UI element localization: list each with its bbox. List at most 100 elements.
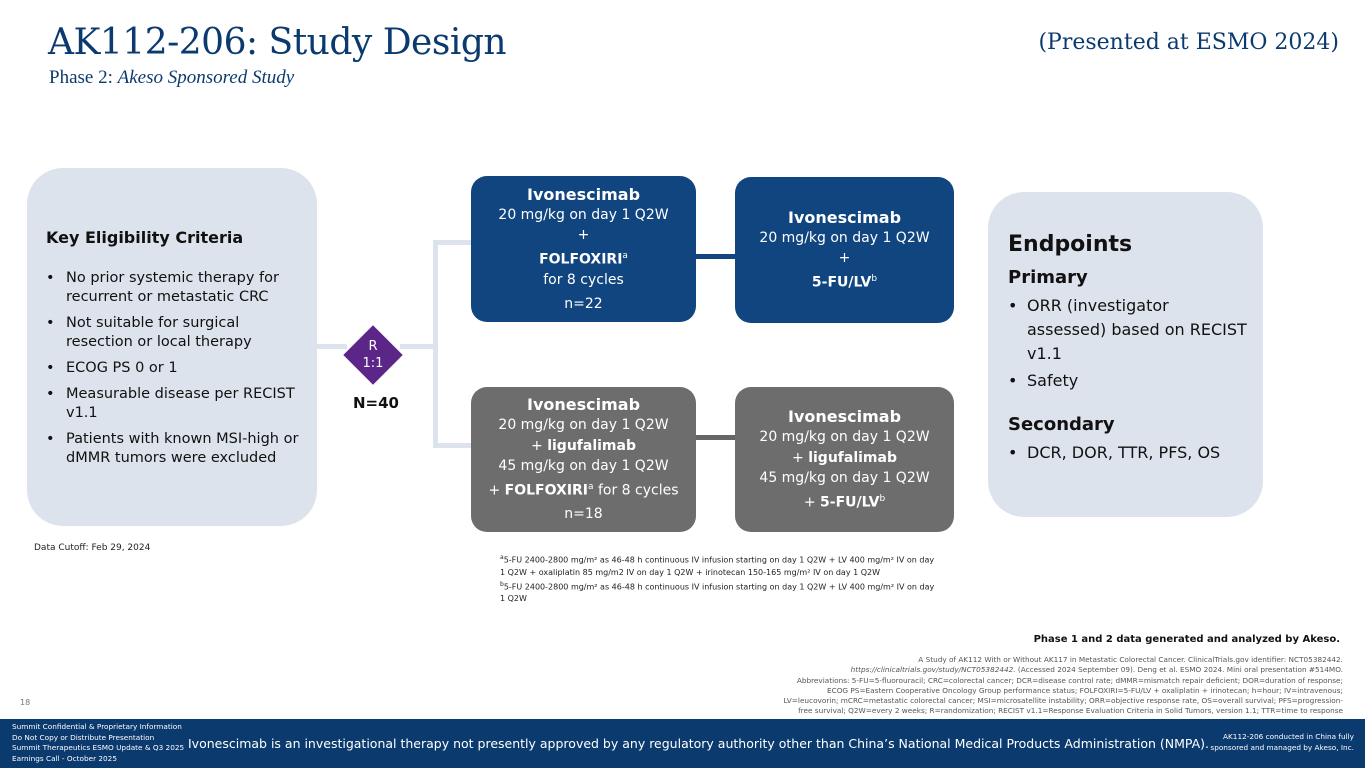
arm-drug-3: FOLFOXIRI [504, 482, 589, 499]
reference-line: free survival; Q2W=every 2 weeks; R=rand… [798, 706, 1343, 716]
arm-dose: 20 mg/kg on day 1 Q2W [498, 206, 669, 223]
arm-title: Ivonescimab [787, 207, 902, 227]
arm-drug-2: ligufalimab [547, 437, 636, 454]
eligibility-heading: Key Eligibility Criteria [46, 228, 244, 247]
arm-title: Ivonescimab [526, 184, 641, 204]
connector-r-to-branch [400, 344, 438, 349]
regulatory-disclaimer: Ivonescimab is an investigational therap… [188, 736, 1210, 751]
arm-combo-1: + ligufalimab [477, 436, 690, 457]
confidentiality-line: Do Not Copy or Distribute Presentation [12, 732, 155, 742]
references: A Study of AK112 With or Without AK117 i… [783, 655, 1343, 717]
page-title: AK112-206: Study Design [48, 22, 507, 63]
eligibility-item: No prior systemic therapy for recurrent … [46, 269, 301, 307]
arm-plus: + [803, 494, 821, 511]
arm-combo-2: + 5-FU/LVb [741, 489, 948, 513]
arm-combo-1: + ligufalimab [741, 448, 948, 469]
subtitle-sponsor: Akeso Sponsored Study [117, 67, 295, 88]
sponsor-note-line: sponsored and managed by Akeso, Inc. [1210, 742, 1354, 752]
confidentiality-line: Summit Therapeutics ESMO Update & Q3 202… [12, 743, 185, 752]
footnotes: a5-FU 2400-2800 mg/m² as 46-48 h continu… [500, 552, 940, 605]
arm-bottom-right: Ivonescimab 20 mg/kg on day 1 Q2W + ligu… [735, 387, 954, 532]
arm-n: n=18 [564, 506, 603, 523]
arm-dose: 20 mg/kg on day 1 Q2W [759, 429, 930, 446]
footnote-a-marker: a [500, 554, 504, 561]
footnote-a-text: 5-FU 2400-2800 mg/m² as 46-48 h continuo… [500, 555, 935, 577]
data-cutoff: Data Cutoff: Feb 29, 2024 [34, 543, 151, 553]
secondary-heading: Secondary [1008, 414, 1115, 435]
primary-item: Safety [1008, 369, 1247, 393]
eligibility-item: Measurable disease per RECIST v1.1 [46, 385, 301, 423]
arm-drug: FOLFOXIRI [539, 251, 623, 268]
eligibility-item: Patients with known MSI-high or dMMR tum… [46, 430, 301, 468]
randomization-ratio: 1:1 [362, 356, 384, 371]
sponsor-note-line: AK112-206 conducted in China fully [1223, 732, 1354, 741]
eligibility-item: ECOG PS 0 or 1 [46, 359, 301, 378]
phase-note: Phase 1 and 2 data generated and analyze… [1033, 634, 1340, 645]
primary-item: ORR (investigator assessed) based on REC… [1008, 294, 1247, 366]
footnote-b-marker: b [500, 580, 504, 588]
reference-line: https://clinicaltrials.gov/study/NCT0538… [783, 665, 1343, 675]
arm-plus: + [792, 449, 809, 466]
arm-dose: 20 mg/kg on day 1 Q2W [498, 417, 669, 434]
reference-url[interactable]: https://clinicaltrials.gov/study/NCT0538… [850, 665, 1016, 675]
arm-plus: + [838, 250, 851, 267]
arm-title: Ivonescimab [526, 395, 641, 415]
reference-text: (Accessed 2024 September 09). Deng et al… [1015, 665, 1343, 675]
footnote-ref-a: a [588, 481, 594, 492]
eligibility-item: Not suitable for surgical resection or l… [46, 314, 301, 352]
arm-plus: + [531, 437, 548, 454]
connector-branch-top [433, 240, 473, 245]
arm-cycles: for 8 cycles [543, 272, 624, 289]
primary-heading: Primary [1008, 267, 1088, 288]
secondary-item: DCR, DOR, TTR, PFS, OS [1008, 441, 1247, 465]
primary-list: ORR (investigator assessed) based on REC… [1008, 294, 1247, 393]
footnote-b-text: 5-FU 2400-2800 mg/m² as 46-48 h continuo… [500, 582, 935, 604]
arm-plus: + [577, 227, 590, 244]
arm-drug-3: 5-FU/LV [820, 494, 880, 511]
arm-title: Ivonescimab [787, 407, 902, 427]
footnote-ref-a: a [622, 250, 628, 261]
link-top-arms [694, 254, 737, 259]
randomization-label: R [368, 339, 378, 354]
footnote-a: a5-FU 2400-2800 mg/m² as 46-48 h continu… [500, 552, 940, 579]
reference-line: LV=leucovorin; mCRC=metastatic colorecta… [783, 696, 1343, 706]
footnote-ref-b: b [871, 273, 878, 284]
page-number: 18 [20, 698, 31, 707]
total-n-label: N=40 [353, 394, 399, 412]
arm-dose-2: 45 mg/kg on day 1 Q2W [498, 458, 669, 475]
reference-line: Abbreviations: 5-FU=5-fluorouracil; CRC=… [796, 675, 1343, 685]
arm-combo: FOLFOXIRIa [477, 246, 690, 270]
footer-bar: Summit Confidential & Proprietary Inform… [0, 719, 1365, 768]
arm-drug: 5-FU/LV [811, 274, 872, 291]
arm-cycles: for 8 cycles [593, 482, 679, 499]
confidentiality-line: Earnings Call - October 2025 [12, 753, 117, 763]
subtitle-prefix: Phase 2: [49, 67, 118, 88]
arm-bottom-left: Ivonescimab 20 mg/kg on day 1 Q2W + ligu… [471, 387, 696, 532]
arm-dose: 20 mg/kg on day 1 Q2W [759, 229, 930, 246]
endpoints-heading: Endpoints [1008, 232, 1133, 257]
arm-dose-2: 45 mg/kg on day 1 Q2W [759, 470, 930, 487]
link-bottom-arms [694, 435, 737, 440]
arm-n: n=22 [564, 295, 603, 312]
eligibility-panel: Key Eligibility Criteria No prior system… [27, 168, 317, 526]
arm-combo: 5-FU/LVb [741, 269, 948, 293]
connector-branch-bottom [433, 443, 473, 448]
connector-eligibility-to-r [317, 344, 347, 349]
arm-top-left: Ivonescimab 20 mg/kg on day 1 Q2W + FOLF… [471, 176, 696, 322]
presented-at-label: (Presented at ESMO 2024) [1038, 30, 1339, 55]
diamond-text: R 1:1 [344, 326, 402, 384]
randomization-diamond: R 1:1 [343, 325, 403, 385]
secondary-list: DCR, DOR, TTR, PFS, OS [1008, 441, 1247, 465]
arm-plus: + [488, 482, 505, 499]
footnote-b: b5-FU 2400-2800 mg/m² as 46-48 h continu… [500, 579, 940, 606]
connector-branch-vertical [433, 240, 438, 448]
confidentiality-notice: Summit Confidential & Proprietary Inform… [12, 722, 184, 764]
sponsor-note: AK112-206 conducted in China fully spons… [1210, 732, 1354, 753]
eligibility-list: No prior systemic therapy for recurrent … [46, 269, 301, 468]
page-subtitle: Phase 2: Akeso Sponsored Study [49, 67, 294, 89]
confidentiality-line: Summit Confidential & Proprietary Inform… [12, 722, 182, 731]
footnote-ref-b: b [879, 493, 886, 504]
reference-line: ECOG PS=Eastern Cooperative Oncology Gro… [826, 685, 1343, 695]
arm-combo-2: + FOLFOXIRIa for 8 cycles [477, 477, 690, 501]
arm-top-right: Ivonescimab 20 mg/kg on day 1 Q2W + 5-FU… [735, 177, 954, 323]
